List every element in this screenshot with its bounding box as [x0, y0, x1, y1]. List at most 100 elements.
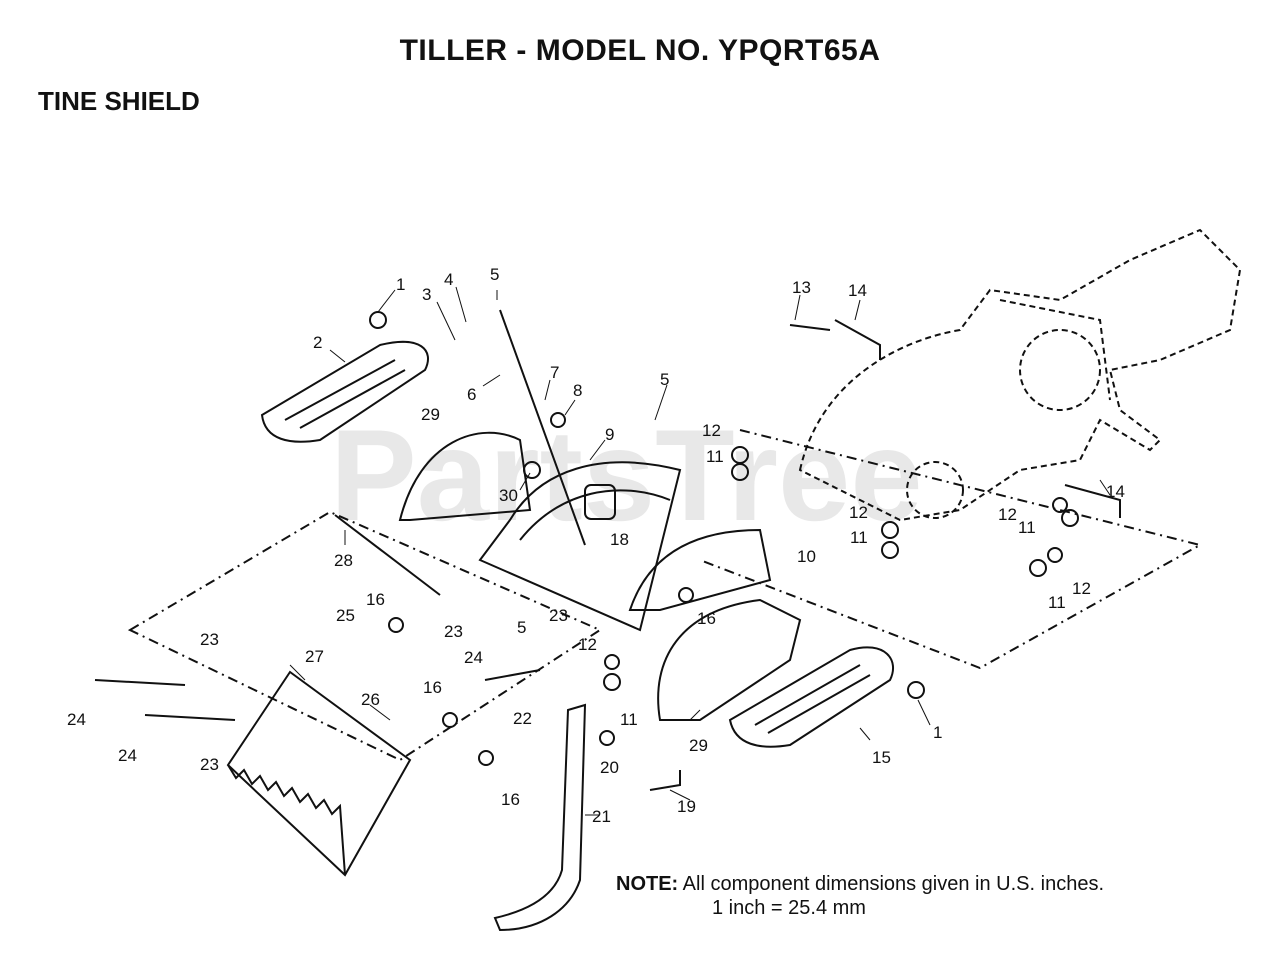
- label-part-12: 12: [998, 505, 1017, 524]
- rod-28: [334, 514, 441, 596]
- label-part-11: 11: [1018, 518, 1036, 537]
- hood-flap: [628, 528, 772, 611]
- label-part-12: 12: [1072, 579, 1091, 598]
- nut-11d: [1029, 559, 1047, 577]
- label-part-6: 6: [467, 385, 476, 404]
- footrest-left: [260, 340, 429, 443]
- label-part-20: 20: [600, 758, 619, 777]
- nut-16d: [478, 750, 494, 766]
- label-part-5: 5: [660, 370, 669, 389]
- label-part-15: 15: [872, 748, 891, 767]
- nut-11a: [731, 463, 749, 481]
- label-part-24: 24: [464, 648, 483, 667]
- tiller-body-outline: [798, 228, 1242, 522]
- label-part-18: 18: [610, 530, 629, 549]
- side-shield-left: [398, 431, 532, 521]
- label-part-11: 11: [1048, 593, 1066, 612]
- washer-12e: [604, 654, 620, 670]
- bracket-14-lower: [1064, 484, 1121, 518]
- dimension-note: NOTE: All component dimensions given in …: [616, 872, 1104, 920]
- label-part-24: 24: [118, 746, 137, 765]
- nut-16b: [678, 587, 694, 603]
- label-part-16: 16: [366, 590, 385, 609]
- depth-stake: [493, 703, 587, 932]
- nut-11e: [603, 673, 621, 691]
- spacer-19: [649, 770, 681, 791]
- label-part-14: 14: [1106, 482, 1125, 501]
- nut-20: [599, 730, 615, 746]
- shield-panel-right: [699, 429, 1203, 670]
- nut-8: [550, 412, 566, 428]
- label-part-21: 21: [592, 807, 611, 826]
- label-part-12: 12: [849, 503, 868, 522]
- label-part-26: 26: [361, 690, 380, 709]
- section-title: TINE SHIELD: [38, 86, 200, 116]
- label-part-30: 30: [499, 486, 518, 505]
- label-part-2: 2: [313, 333, 322, 352]
- nut-30: [523, 461, 541, 479]
- diagram-title: TILLER - MODEL NO. YPQRT65A: [399, 34, 881, 67]
- part-labels: 1 1 2 3 4 5 5 5 6 7 8 9 10 11 11 11 11 1…: [67, 265, 1125, 826]
- label-part-25: 25: [336, 606, 355, 625]
- nut-16a: [388, 617, 404, 633]
- bolt-24-b: [144, 714, 236, 721]
- watermark: PartsTree: [330, 402, 923, 548]
- note-line-2: 1 inch = 25.4 mm: [712, 897, 866, 919]
- leader-lines: [289, 286, 1111, 816]
- linkage-rod: [499, 309, 586, 546]
- note-label: NOTE:: [616, 873, 679, 895]
- label-part-16: 16: [501, 790, 520, 809]
- nut-1b: [907, 681, 925, 699]
- label-part-27: 27: [305, 647, 324, 666]
- side-shield-right: [657, 598, 802, 721]
- nut-11b: [881, 541, 899, 559]
- label-part-23: 23: [444, 622, 463, 641]
- label-part-19: 19: [677, 797, 696, 816]
- label-part-23: 23: [549, 606, 568, 625]
- label-part-1: 1: [396, 275, 405, 294]
- label-part-10: 10: [797, 547, 816, 566]
- label-part-28: 28: [334, 551, 353, 570]
- label-part-8: 8: [573, 381, 582, 400]
- label-part-12: 12: [578, 635, 597, 654]
- washer-12d: [1047, 547, 1063, 563]
- label-part-12: 12: [702, 421, 721, 440]
- tine-shield-left: [127, 510, 603, 762]
- label-part-23: 23: [200, 630, 219, 649]
- label-part-16: 16: [697, 609, 716, 628]
- label-part-5: 5: [517, 618, 526, 637]
- label-part-13: 13: [792, 278, 811, 297]
- nut-1a: [369, 311, 387, 329]
- bolt-24-a: [94, 679, 186, 686]
- label-part-11: 11: [620, 710, 638, 729]
- rake-plate: [226, 670, 412, 877]
- washer-12b: [881, 521, 899, 539]
- nut-11c: [1061, 509, 1079, 527]
- bolt-24-c: [484, 669, 541, 681]
- bolt-13: [789, 324, 831, 331]
- label-part-29: 29: [421, 405, 440, 424]
- label-part-7: 7: [550, 363, 559, 382]
- label-part-9: 9: [605, 425, 614, 444]
- label-part-4: 4: [444, 270, 453, 289]
- label-part-14: 14: [848, 281, 867, 300]
- label-part-5: 5: [490, 265, 499, 284]
- label-part-11: 11: [850, 528, 868, 547]
- label-part-23: 23: [200, 755, 219, 774]
- washer-12c: [1052, 497, 1068, 513]
- label-part-16: 16: [423, 678, 442, 697]
- knob-18: [584, 484, 616, 520]
- note-line-1: All component dimensions given in U.S. i…: [682, 873, 1104, 895]
- footrest-right: [728, 646, 895, 748]
- label-part-29: 29: [689, 736, 708, 755]
- label-part-22: 22: [513, 709, 532, 728]
- label-part-24: 24: [67, 710, 86, 729]
- label-part-1: 1: [933, 723, 942, 742]
- nut-16c: [442, 712, 458, 728]
- label-part-3: 3: [422, 285, 431, 304]
- bracket-14-upper: [834, 319, 881, 360]
- label-part-11: 11: [706, 447, 724, 466]
- hood-part-9: [478, 461, 682, 632]
